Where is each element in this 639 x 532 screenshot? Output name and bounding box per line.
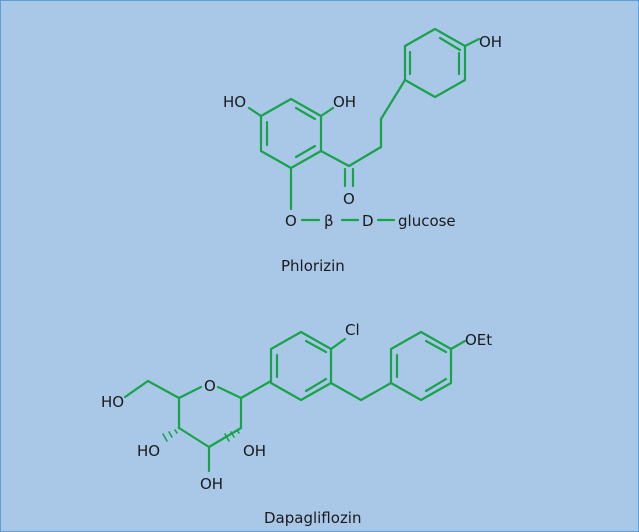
oh-c2-label: OH (243, 442, 266, 460)
ho-c4-label: HO (137, 442, 160, 460)
oh-label-mid: OH (333, 93, 356, 111)
dapagliflozin-structure: Cl OEt O HO HO OH OH Dapagliflozin (101, 321, 492, 527)
hashed-bond-c2 (224, 429, 240, 442)
ho-label-left: HO (223, 93, 246, 111)
ho-ch2-label: HO (101, 393, 124, 411)
d-label: D (362, 212, 374, 230)
hashed-bond-c4 (162, 429, 178, 442)
cl-label: Cl (345, 321, 360, 339)
phenol-ring (403, 27, 481, 99)
phlorizin-structure: OH HO OH O O β D glucose Phlorizin (223, 27, 502, 275)
pyranose-ring (123, 379, 273, 473)
oh-bond (463, 37, 481, 48)
oet-label: OEt (465, 331, 492, 349)
propanone-chain (319, 78, 407, 188)
dapagliflozin-name: Dapagliflozin (264, 509, 362, 527)
ethoxyphenyl-ring (389, 330, 467, 402)
chlorophenyl-ring (269, 330, 393, 402)
phlorizin-name: Phlorizin (281, 257, 345, 275)
carbonyl-o-label: O (343, 190, 355, 208)
ring-o-label: O (204, 377, 216, 395)
glucose-label: glucose (398, 212, 456, 230)
oh-label-top: OH (479, 33, 502, 51)
ether-o-label: O (285, 212, 297, 230)
oh-c3-label: OH (200, 475, 223, 493)
trihydroxy-ring (247, 97, 335, 211)
beta-label: β (324, 212, 334, 230)
